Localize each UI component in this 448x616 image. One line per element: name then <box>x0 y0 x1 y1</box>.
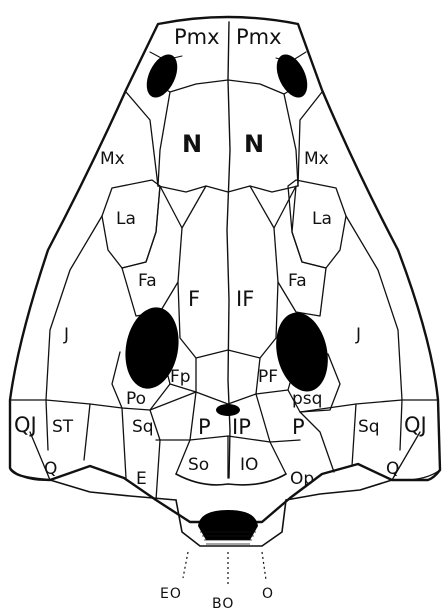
label-q-right: Q <box>386 459 399 479</box>
jugal-suture-left <box>46 216 102 400</box>
skull-outline <box>10 17 440 522</box>
label-la-right: La <box>312 209 332 229</box>
label-qj-left: QJ <box>14 413 37 437</box>
label-mx-right: Mx <box>304 149 329 169</box>
label-qj-right: QJ <box>404 413 427 437</box>
parietal-border-right <box>256 394 270 442</box>
label-st: ST <box>52 417 74 437</box>
prefrontal-left <box>122 186 182 316</box>
label-e: E <box>136 469 147 489</box>
quadratojugal-right <box>400 400 402 450</box>
label-sq-right: Sq <box>358 417 380 437</box>
label-pf: PF <box>258 367 278 387</box>
label-pmx-right: Pmx <box>236 25 282 49</box>
foramen-magnum <box>198 510 258 540</box>
maxilla-suture-right <box>298 92 322 186</box>
prefrontal-right <box>274 186 326 316</box>
label-q-left: Q <box>44 459 57 479</box>
label-p-left: P <box>198 415 211 439</box>
parietal-outer-right <box>300 412 334 472</box>
caption-eo: EO <box>160 586 182 602</box>
label-mx-left: Mx <box>100 149 125 169</box>
label-p-right: P <box>292 415 305 439</box>
label-io: IO <box>240 455 258 475</box>
squamosal-border-left <box>122 408 126 478</box>
nasal-border-right <box>284 94 298 186</box>
label-psq: psq <box>292 389 322 409</box>
occipital-notch <box>176 474 286 485</box>
frontal-border-right <box>250 186 274 228</box>
squamosal-border-right <box>352 404 356 466</box>
label-j-left: J <box>63 325 69 345</box>
label-so: So <box>188 455 209 475</box>
naris-right <box>270 50 313 103</box>
label-fa-left: Fa <box>138 271 157 291</box>
label-pmx-left: Pmx <box>174 25 220 49</box>
maxilla-suture-left <box>126 92 158 186</box>
label-j-right: J <box>355 325 361 345</box>
supratemporal-border <box>84 404 90 460</box>
label-fa-right: Fa <box>288 271 307 291</box>
label-fp: Fp <box>170 367 191 387</box>
label-po: Po <box>126 389 146 409</box>
caption-bo: BO <box>212 596 234 612</box>
quadratojugal-left <box>46 400 48 450</box>
eo-leader <box>183 552 188 578</box>
label-n-right: N <box>244 130 264 158</box>
o-leader <box>262 552 266 580</box>
label-ip: IP <box>232 415 251 439</box>
label-if: IF <box>236 287 254 311</box>
label-la-left: La <box>116 209 136 229</box>
label-sq-left: Sq <box>132 417 154 437</box>
caption-o: O <box>262 586 274 602</box>
nasal-border-left <box>158 92 170 186</box>
parietal-border-left <box>190 392 196 440</box>
label-n-left: N <box>182 130 202 158</box>
orbit-right <box>269 308 335 397</box>
label-op: Op <box>290 469 314 489</box>
io-op-suture <box>270 442 286 474</box>
label-f: F <box>188 287 200 311</box>
